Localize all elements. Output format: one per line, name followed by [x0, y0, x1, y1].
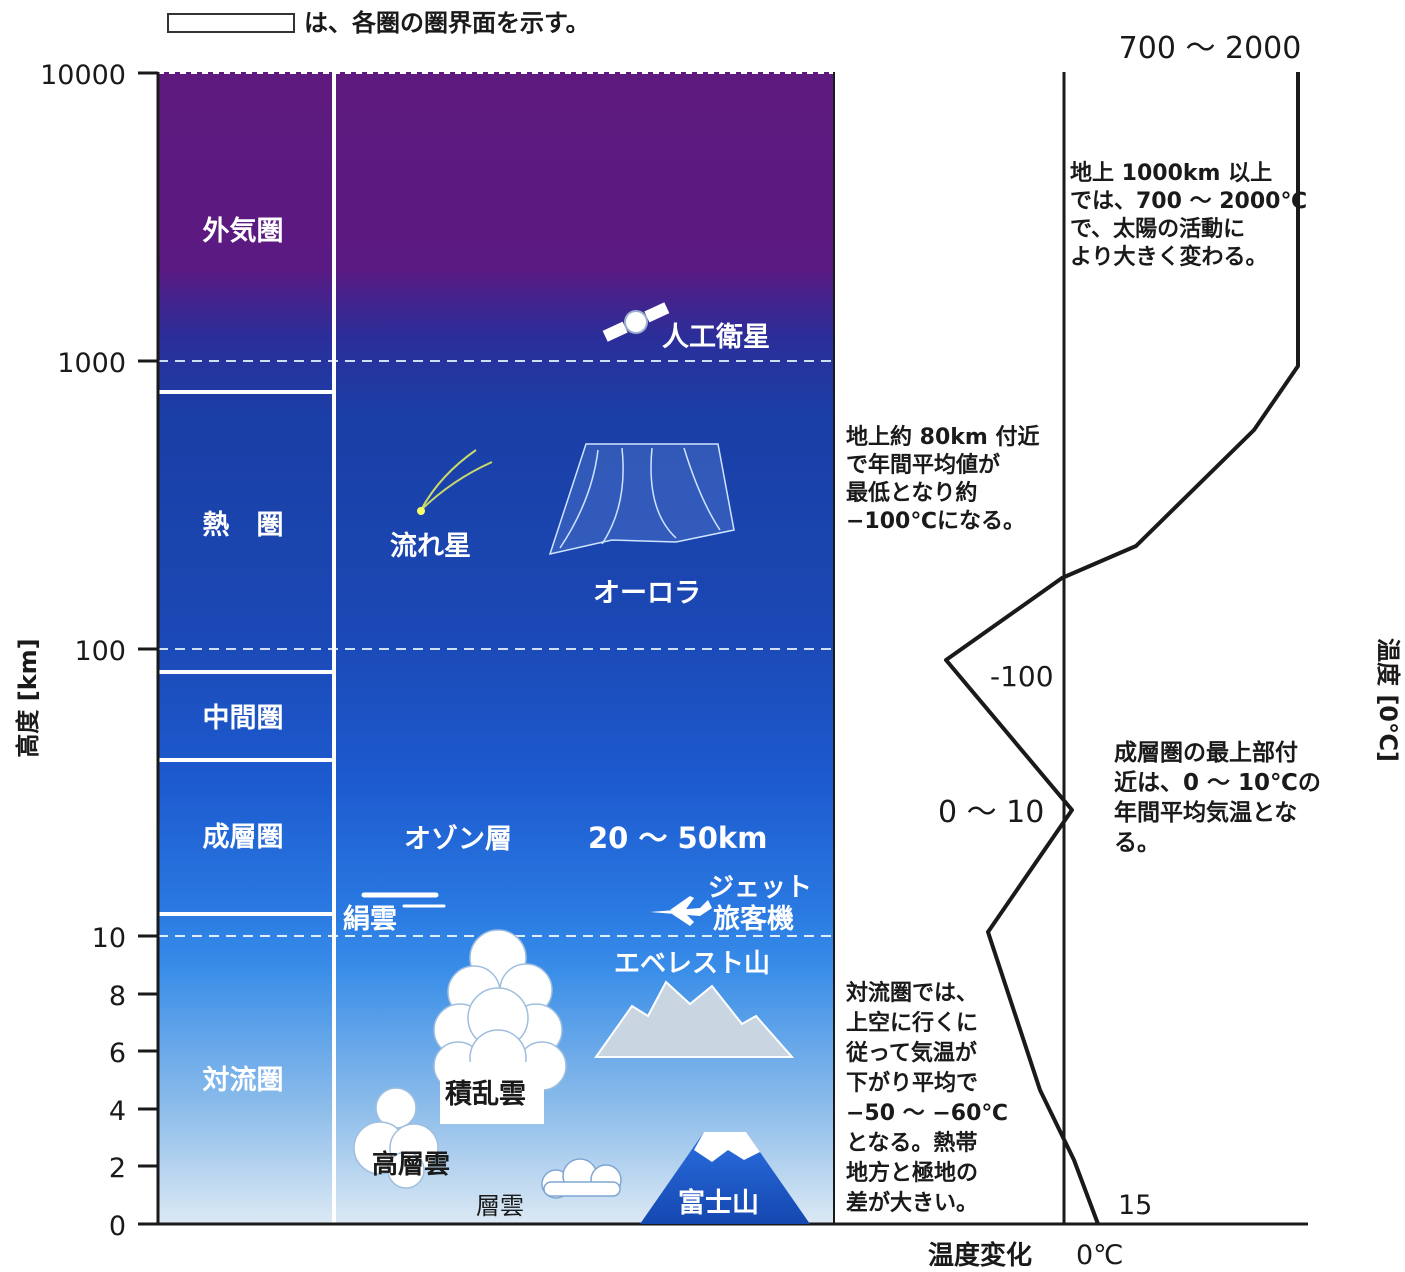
- temp-label-surface: 15: [1118, 1190, 1152, 1221]
- temp-label-min: -100: [990, 660, 1054, 693]
- note-exosphere-line: より大きく変わる。: [1070, 244, 1268, 270]
- layer-stratosphere: 成層圏: [203, 822, 284, 853]
- label-aurora: オーロラ: [593, 578, 701, 609]
- layer-mesosphere: 中間圏: [203, 703, 284, 734]
- note-exosphere-line: 地上 1000km 以上: [1070, 161, 1272, 186]
- label-fuji: 富士山: [678, 1187, 759, 1219]
- note-thermosphere-line: −100℃になる。: [846, 509, 1025, 534]
- legend-swatch: [167, 13, 295, 33]
- label-ozone-range: 20 ～ 50km: [588, 821, 767, 855]
- layer-exosphere: 外気圏: [203, 215, 284, 247]
- note-stratosphere: 成層圏の最上部付 近は、0 ～ 10℃の 年間平均気温とな る。: [1114, 739, 1321, 856]
- note-stratosphere-line: 近は、0 ～ 10℃の: [1114, 770, 1321, 796]
- y-tick-4: 4: [109, 1096, 126, 1127]
- note-exosphere-line: では、700 ～ 2000℃: [1070, 189, 1307, 214]
- note-thermosphere-line: 最低となり約: [846, 480, 977, 506]
- note-thermosphere-line: 地上約 80km 付近: [846, 424, 1040, 450]
- note-exosphere-line: で、太陽の活動に: [1070, 217, 1245, 242]
- label-jet-line1: ジェット: [708, 873, 812, 903]
- temperature-curve: [944, 72, 1300, 1225]
- altostratus-cloud-icon: [353, 1087, 439, 1189]
- label-ozone: オゾン層: [404, 824, 512, 855]
- note-troposphere-line: 対流圏では、: [846, 980, 978, 1006]
- cumulonimbus-cloud-icon: [433, 929, 567, 1124]
- stratus-cloud-icon: [541, 1158, 622, 1199]
- aurora-icon: [548, 443, 735, 556]
- jet-airliner-icon: [650, 896, 712, 926]
- label-satellite: 人工衛星: [662, 321, 770, 353]
- note-troposphere-line: 差が大きい。: [846, 1190, 978, 1216]
- satellite-icon: [602, 302, 670, 342]
- note-troposphere-line: 地方と極地の: [846, 1160, 978, 1186]
- note-troposphere: 対流圏では、 上空に行くに 従って気温が 下がり平均で −50 ～ −60℃ と…: [845, 980, 1008, 1216]
- layer-thermosphere: 熱 圏: [203, 510, 284, 541]
- note-exosphere: 地上 1000km 以上 では、700 ～ 2000℃ で、太陽の活動に より大…: [1070, 161, 1307, 270]
- cirrus-cloud-icon: [361, 892, 446, 908]
- label-cirrus: 絹雲: [343, 903, 397, 935]
- note-thermosphere: 地上約 80km 付近 で年間平均値が 最低となり約 −100℃になる。: [846, 424, 1040, 534]
- temp-change-label: 温度変化: [928, 1240, 1032, 1271]
- y-tick-100: 100: [74, 636, 126, 667]
- y-tick-8: 8: [109, 981, 126, 1012]
- note-troposphere-line: 上空に行くに: [846, 1010, 978, 1036]
- label-meteor: 流れ星: [390, 531, 471, 562]
- label-jet-line2: 旅客機: [713, 903, 794, 935]
- note-troposphere-line: 下がり平均で: [846, 1070, 978, 1096]
- legend-text: は、各圏の圏界面を示す。: [304, 9, 590, 37]
- y-tick-2: 2: [109, 1153, 126, 1184]
- temp-label-strat: 0 ～ 10: [938, 795, 1044, 830]
- note-stratosphere-line: 年間平均気温とな: [1114, 799, 1297, 826]
- layer-troposphere: 対流圏: [203, 1065, 284, 1096]
- temp-axis-label: 温度 [0℃]: [1374, 638, 1402, 762]
- note-thermosphere-line: で年間平均値が: [846, 452, 1000, 478]
- label-stratus: 層雲: [476, 1192, 524, 1220]
- y-tick-0: 0: [109, 1211, 126, 1242]
- label-altostratus: 高層雲: [372, 1149, 450, 1180]
- note-troposphere-line: 従って気温が: [845, 1040, 977, 1066]
- y-tick-6: 6: [109, 1038, 126, 1069]
- zero-c-label: 0℃: [1076, 1240, 1124, 1271]
- label-cumulonimbus: 積乱雲: [445, 1079, 526, 1110]
- meteor-icon: [417, 449, 493, 515]
- y-ticks: [138, 71, 158, 1168]
- note-stratosphere-line: る。: [1114, 830, 1160, 856]
- note-troposphere-line: −50 ～ −60℃: [846, 1101, 1008, 1126]
- y-tick-10: 10: [92, 923, 126, 954]
- note-stratosphere-line: 成層圏の最上部付: [1114, 739, 1298, 766]
- temp-label-top: 700 ～ 2000: [1119, 31, 1302, 66]
- note-troposphere-line: となる。熱帯: [846, 1130, 977, 1156]
- fuji-mountain-icon: [640, 1132, 810, 1224]
- everest-mountain-icon: [594, 980, 795, 1058]
- y-tick-1000: 1000: [57, 348, 126, 379]
- y-axis-label: 高度 [km]: [14, 638, 42, 757]
- label-everest: エベレスト山: [614, 949, 770, 979]
- y-tick-10000: 10000: [40, 60, 126, 91]
